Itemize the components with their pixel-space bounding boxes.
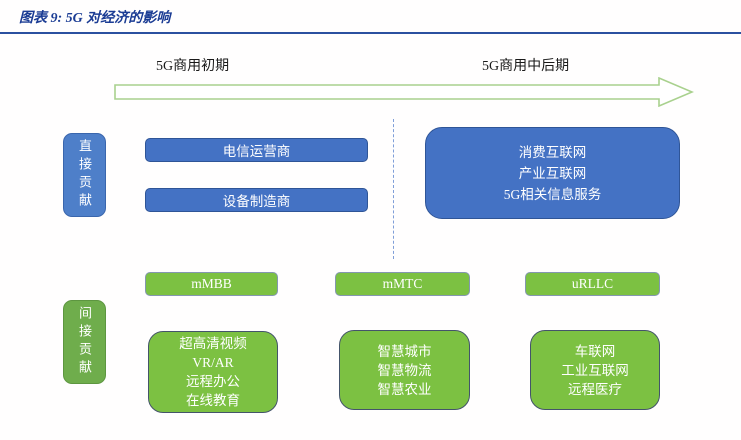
urllc-header-box: uRLLC: [525, 272, 660, 296]
phase-divider-dashed-line: [393, 119, 394, 259]
late-stage-services-box: 消费互联网 产业互联网 5G相关信息服务: [425, 127, 680, 219]
mmtc-applications-box: 智慧城市 智慧物流 智慧农业: [339, 330, 470, 410]
timeline-arrow-icon: [114, 77, 694, 107]
phase-late-label: 5G商用中后期: [482, 59, 570, 74]
mmbb-applications-box: 超高清视频 VR/AR 远程办公 在线教育: [148, 331, 278, 413]
mmbb-header-box: mMBB: [145, 272, 278, 296]
figure-title: 图表 9: 5G 对经济的影响: [19, 11, 171, 26]
mmtc-header-box: mMTC: [335, 272, 470, 296]
title-divider: [0, 32, 741, 34]
telecom-operators-box: 电信运营商: [145, 138, 368, 162]
direct-contribution-label: 直接贡献: [63, 133, 106, 217]
phase-early-label: 5G商用初期: [156, 59, 230, 74]
urllc-applications-box: 车联网 工业互联网 远程医疗: [530, 330, 660, 410]
equipment-manufacturers-box: 设备制造商: [145, 188, 368, 212]
indirect-contribution-label: 间接贡献: [63, 300, 106, 384]
